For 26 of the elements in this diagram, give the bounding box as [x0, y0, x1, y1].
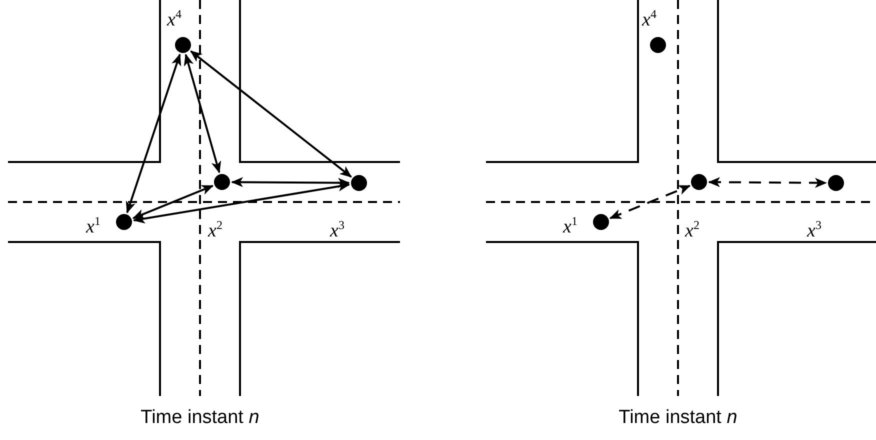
vehicle-label: x$^{2}$ — [685, 219, 700, 240]
arrow — [231, 177, 350, 188]
vehicle-dot — [650, 37, 666, 53]
arrow — [132, 184, 214, 220]
arrow — [190, 50, 352, 178]
vehicle-label: x$^{4}$ — [642, 8, 656, 30]
vehicle-label: x$^{3}$ — [807, 219, 822, 240]
panel-caption: Time instant n — [618, 407, 738, 429]
vehicle-dot — [828, 175, 844, 191]
arrow — [609, 184, 691, 220]
vehicle-dot — [116, 214, 132, 230]
vehicle-label: x$^{1}$ — [86, 215, 100, 236]
panel-caption: Time instant n — [140, 407, 260, 429]
vehicle-label: x$^{4}$ — [167, 8, 182, 30]
arrow — [184, 54, 222, 174]
vehicle-dot — [691, 174, 707, 190]
vehicle-dot — [593, 214, 609, 230]
vehicle-label: x$^{2}$ — [208, 219, 222, 240]
arrow — [708, 177, 827, 188]
arrow — [126, 54, 182, 214]
vehicle-dot — [175, 37, 191, 53]
vehicle-dot — [351, 175, 367, 191]
vehicle-dot — [214, 174, 230, 190]
arrow — [132, 182, 350, 224]
vehicle-label: x$^{3}$ — [330, 219, 344, 240]
vehicle-label: x$^{1}$ — [563, 215, 578, 236]
